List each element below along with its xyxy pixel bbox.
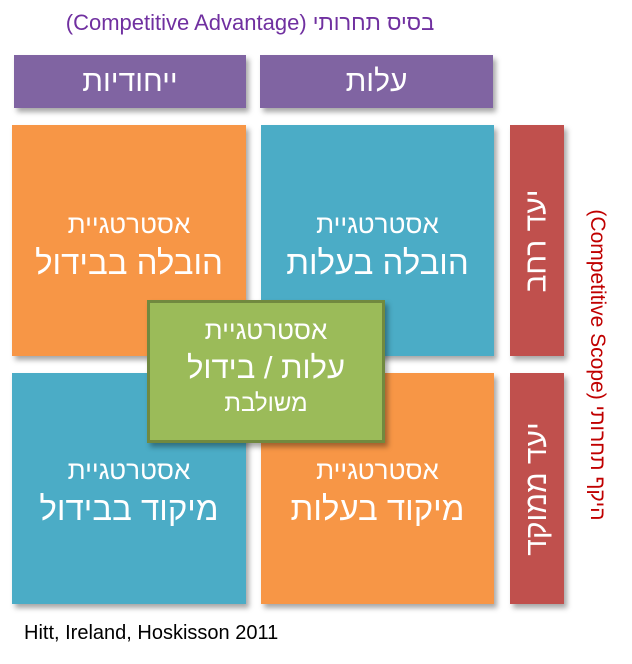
row-header-narrow-label: יעד ממוקד [520,421,553,556]
cell-top-left-line1: אסטרטגיית [67,209,191,239]
column-header-uniqueness: ייחודיות [14,55,246,108]
cell-top-right-line1: אסטרטגיית [316,209,439,239]
center-line3: משולבת [224,390,308,417]
row-header-narrow: יעד ממוקד [510,373,564,604]
cell-bottom-right-line2: מיקוד בעלות [290,490,465,527]
cell-top-right-line2: הובלה בעלות [286,244,469,281]
cell-bottom-left-line2: מיקוד בבידול [39,490,219,527]
cell-cost-leadership-differentiation: אסטרטגיית הובלה בבידול [12,125,246,356]
citation: Hitt, Ireland, Hoskisson 2011 [24,622,279,644]
center-line1: אסטרטגיית [204,315,328,345]
center-integrated-strategy: אסטרטגיית עלות / בידול משולבת [147,300,385,443]
competitive-scope-title-wrap: היקף תחרותי (Competitive Scope) [572,125,622,605]
row-header-broad-label: יעד רחב [520,188,554,293]
cell-bottom-left-line1: אסטרטגיית [67,455,191,485]
column-header-cost: עלות [260,55,493,108]
row-header-broad: יעד רחב [510,125,564,356]
competitive-scope-title: היקף תחרותי (Competitive Scope) [586,209,609,521]
competitive-advantage-title: בסיס תחרותי (Competitive Advantage) [65,10,435,35]
cell-bottom-right-line1: אסטרטגיית [316,455,439,485]
center-line2: עלות / בידול [186,350,346,385]
cell-top-left-line2: הובלה בבידול [35,244,223,281]
